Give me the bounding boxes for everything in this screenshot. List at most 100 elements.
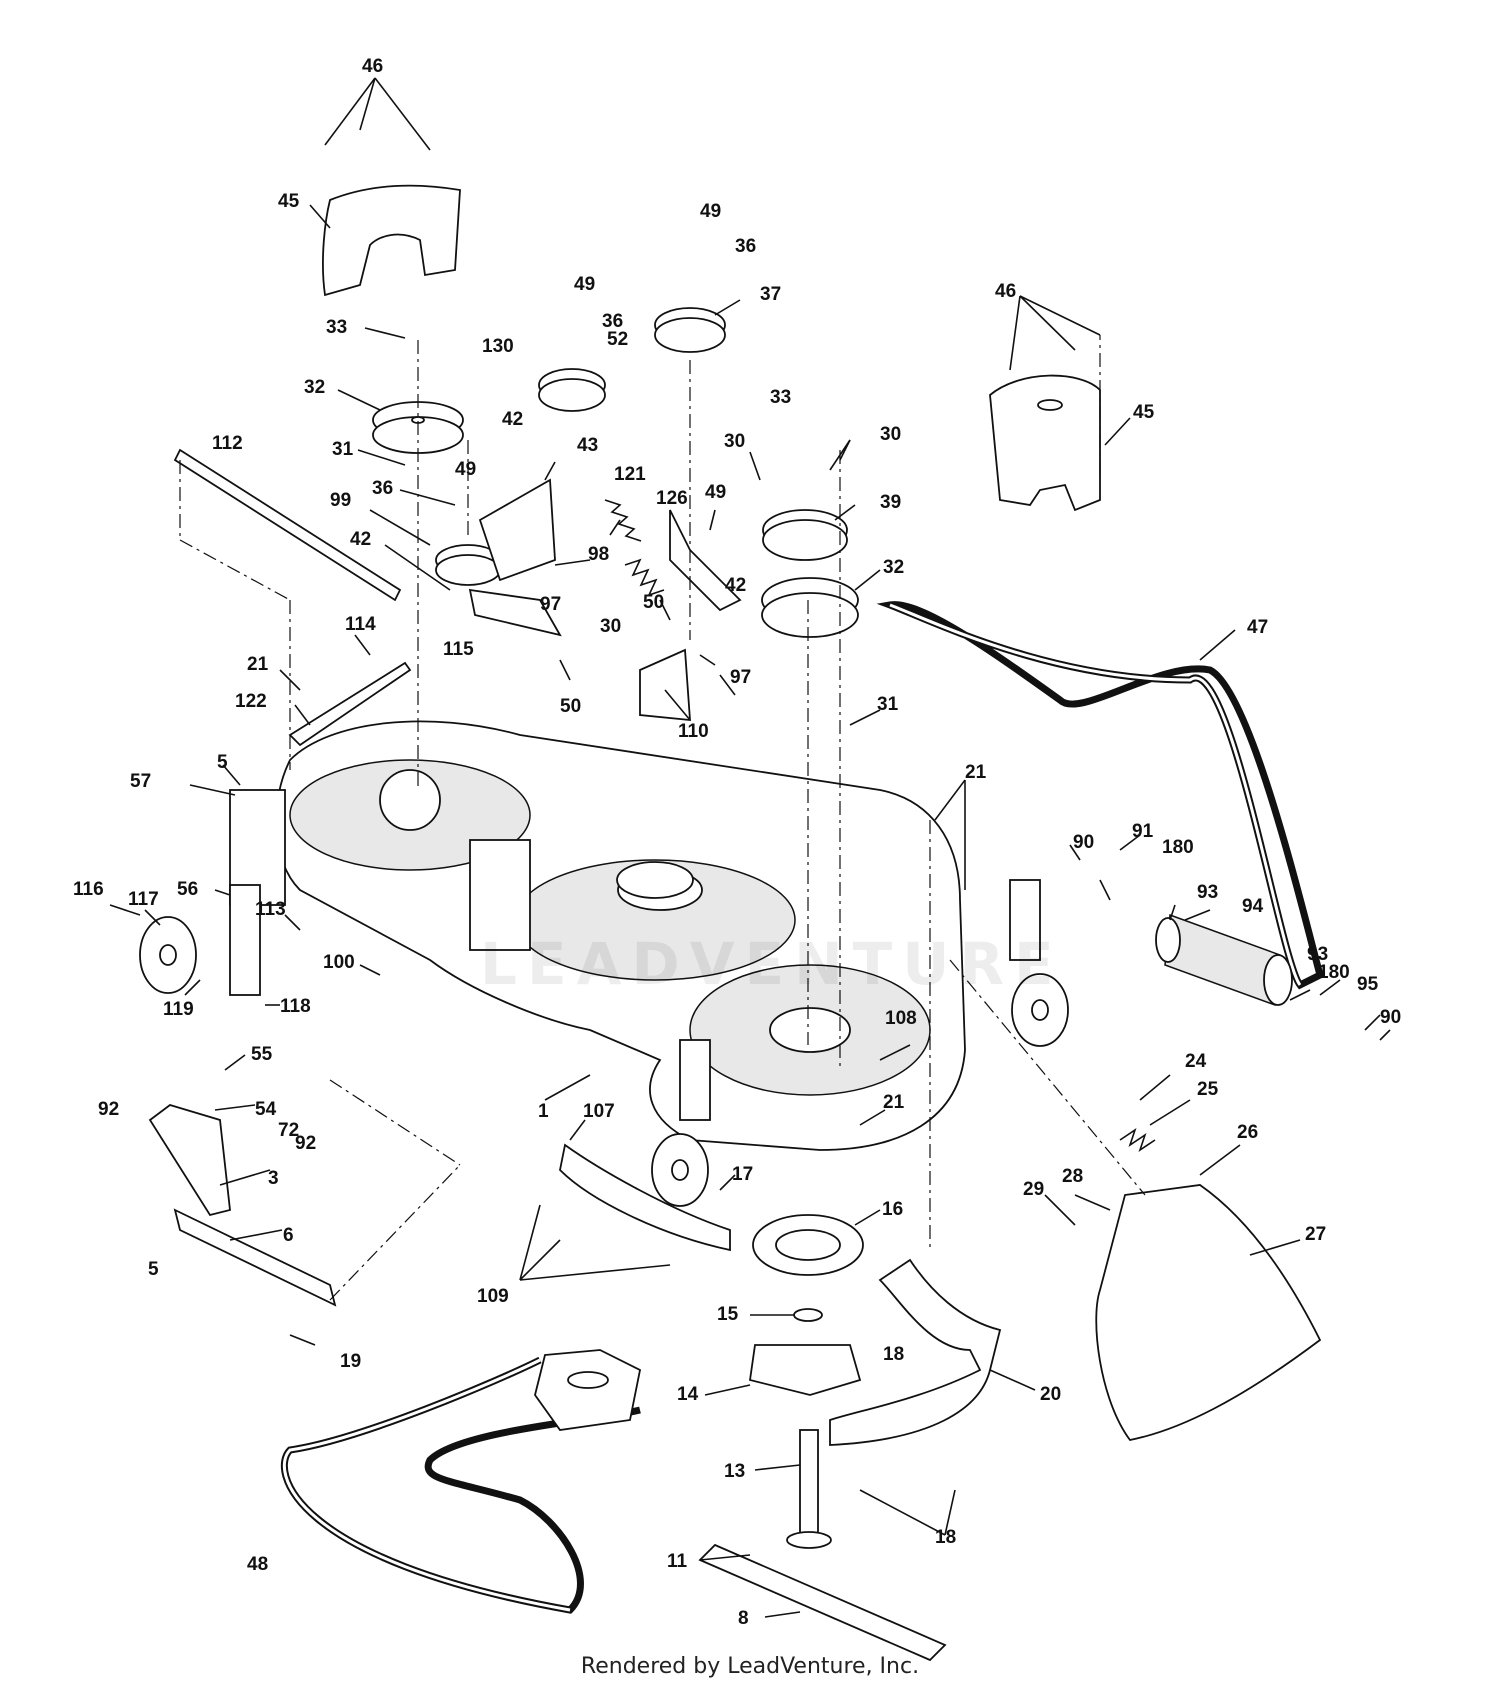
callout-18b: 18 bbox=[883, 1344, 904, 1365]
callout-122: 122 bbox=[235, 691, 267, 712]
callout-119: 119 bbox=[163, 999, 194, 1020]
watermark: LEADVENTURE bbox=[480, 930, 1064, 998]
callout-26: 26 bbox=[1237, 1122, 1258, 1143]
assembly-axis-lines bbox=[179, 335, 1146, 1301]
callout-91: 91 bbox=[1132, 821, 1154, 842]
callout-93a: 93 bbox=[1197, 882, 1218, 903]
callout-42b: 42 bbox=[502, 409, 523, 430]
callout-29: 29 bbox=[1023, 1179, 1044, 1200]
callout-30b: 30 bbox=[880, 424, 901, 445]
callout-95: 95 bbox=[1357, 974, 1379, 995]
callout-5a: 5 bbox=[217, 752, 228, 773]
callout-56: 56 bbox=[177, 879, 198, 900]
callout-19: 19 bbox=[340, 1351, 361, 1372]
callout-33a: 33 bbox=[326, 317, 347, 338]
callout-110: 110 bbox=[678, 721, 709, 742]
callout-55: 55 bbox=[251, 1044, 273, 1065]
callout-33b: 33 bbox=[770, 387, 791, 408]
belt-covers bbox=[322, 184, 1101, 512]
callout-labels-repeats: 46 45 33 30 30 32 31 97 49 49 49 36 36 4… bbox=[148, 201, 1401, 1365]
callout-46a: 46 bbox=[362, 56, 383, 77]
callout-36b: 36 bbox=[602, 311, 623, 332]
roller-94 bbox=[1155, 913, 1293, 1007]
callout-49b: 49 bbox=[705, 482, 726, 503]
callout-leaders bbox=[109, 77, 1391, 1618]
callout-5b: 5 bbox=[148, 1259, 159, 1280]
callout-100: 100 bbox=[323, 952, 355, 973]
callout-46b: 46 bbox=[995, 281, 1016, 302]
callout-116: 116 bbox=[73, 879, 104, 900]
callout-6: 6 bbox=[283, 1225, 294, 1246]
callout-14: 14 bbox=[677, 1384, 699, 1405]
callout-30a: 30 bbox=[724, 431, 745, 452]
callout-30c: 30 bbox=[600, 616, 621, 637]
clutch-pulley bbox=[534, 1349, 642, 1431]
callout-37: 37 bbox=[760, 284, 781, 305]
callout-36a: 36 bbox=[372, 478, 393, 499]
callout-57: 57 bbox=[130, 771, 151, 792]
callout-108: 108 bbox=[885, 1008, 917, 1029]
callout-130: 130 bbox=[482, 336, 514, 357]
drive-belts bbox=[280, 601, 1325, 1614]
callout-32b: 32 bbox=[883, 557, 904, 578]
callout-114: 114 bbox=[345, 614, 376, 635]
deck-wheels bbox=[139, 916, 1069, 1207]
callout-43: 43 bbox=[577, 435, 598, 456]
callout-121: 121 bbox=[614, 464, 646, 485]
pulleys bbox=[372, 307, 859, 899]
callout-27: 27 bbox=[1305, 1224, 1326, 1245]
credit-line: Rendered by LeadVenture, Inc. bbox=[580, 1654, 920, 1679]
callout-21b: 21 bbox=[965, 762, 987, 783]
callout-17: 17 bbox=[732, 1164, 753, 1185]
callout-28: 28 bbox=[1062, 1166, 1083, 1187]
callout-112: 112 bbox=[212, 433, 243, 454]
callout-15: 15 bbox=[717, 1304, 739, 1325]
callout-97a: 97 bbox=[540, 594, 561, 615]
callout-50b: 50 bbox=[643, 592, 664, 613]
callout-13: 13 bbox=[724, 1461, 745, 1482]
callout-99: 99 bbox=[330, 490, 351, 511]
callout-94: 94 bbox=[1242, 896, 1264, 917]
callout-labels: 46 45 33 32 31 36 49 99 42 130 52 43 112… bbox=[73, 56, 1379, 1629]
callout-93b: 93 bbox=[1307, 944, 1328, 965]
callout-115: 115 bbox=[443, 639, 474, 660]
callout-36c: 36 bbox=[735, 236, 756, 257]
callout-39: 39 bbox=[880, 492, 901, 513]
callout-24: 24 bbox=[1185, 1051, 1207, 1072]
callout-117: 117 bbox=[128, 889, 159, 910]
blade-spindle-assembly bbox=[698, 1214, 947, 1662]
callout-180b: 180 bbox=[1318, 962, 1350, 983]
callout-42a: 42 bbox=[350, 529, 371, 550]
callout-21a: 21 bbox=[247, 654, 269, 675]
callout-31a: 31 bbox=[332, 439, 354, 460]
callout-113: 113 bbox=[255, 899, 286, 920]
callout-118: 118 bbox=[280, 996, 311, 1017]
callout-45a: 45 bbox=[278, 191, 300, 212]
springs bbox=[604, 499, 1156, 1152]
callout-50a: 50 bbox=[560, 696, 581, 717]
callout-45b: 45 bbox=[1133, 402, 1155, 423]
callout-21c: 21 bbox=[883, 1092, 905, 1113]
callout-90b: 90 bbox=[1380, 1007, 1401, 1028]
callout-16: 16 bbox=[882, 1199, 903, 1220]
callout-49a: 49 bbox=[455, 459, 476, 480]
callout-31b: 31 bbox=[877, 694, 899, 715]
callout-49c: 49 bbox=[574, 274, 595, 295]
callout-107: 107 bbox=[583, 1101, 615, 1122]
callout-11: 11 bbox=[667, 1551, 688, 1572]
brackets-and-links bbox=[148, 448, 742, 1307]
callout-54: 54 bbox=[255, 1099, 277, 1120]
callout-72: 72 bbox=[278, 1120, 299, 1141]
callout-48: 48 bbox=[247, 1554, 268, 1575]
callout-25: 25 bbox=[1197, 1079, 1219, 1100]
callout-109: 109 bbox=[477, 1286, 509, 1307]
callout-18a: 18 bbox=[935, 1527, 956, 1548]
callout-98: 98 bbox=[588, 544, 609, 565]
callout-8: 8 bbox=[738, 1608, 749, 1629]
callout-97b: 97 bbox=[730, 667, 751, 688]
callout-1: 1 bbox=[538, 1101, 549, 1122]
callout-92a: 92 bbox=[98, 1099, 119, 1120]
callout-52: 52 bbox=[607, 329, 628, 350]
deck-housing bbox=[229, 720, 1041, 1151]
callout-20: 20 bbox=[1040, 1384, 1061, 1405]
